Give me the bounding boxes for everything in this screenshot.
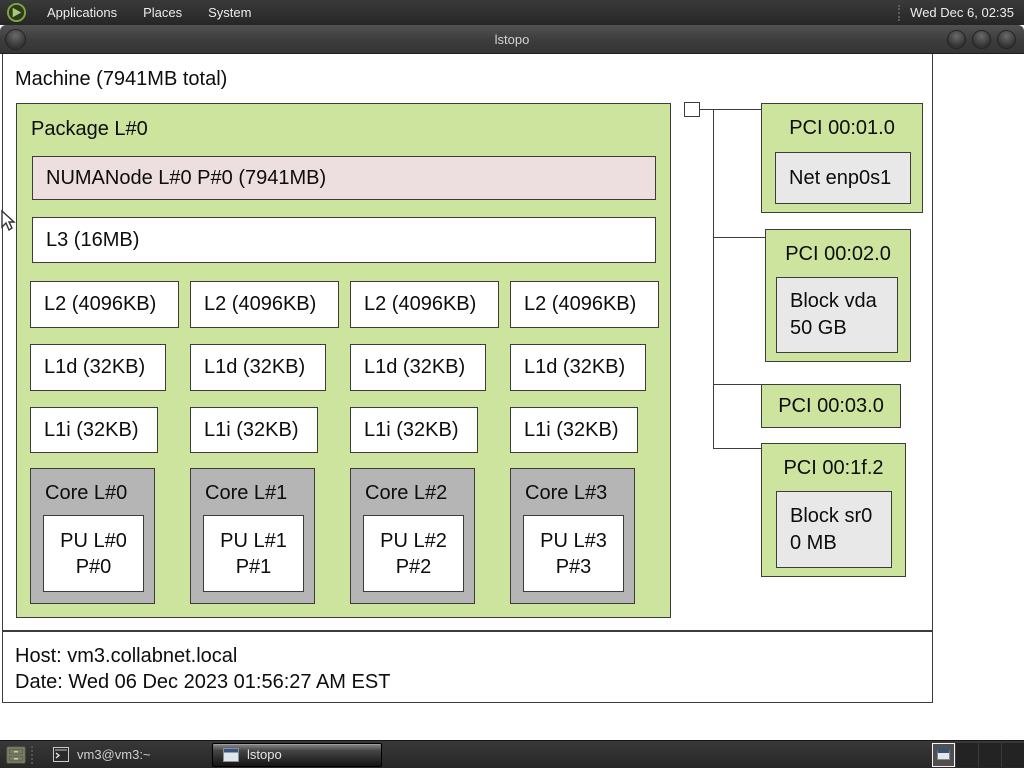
- device-size: 0 MB: [790, 531, 837, 554]
- pci-box: PCI 00:02.0 Block vda 50 GB: [765, 229, 911, 362]
- pci-label: PCI 00:1f.2: [783, 457, 884, 479]
- mini-window-icon: [937, 749, 950, 760]
- taskbar-separator: [31, 745, 36, 764]
- numanode-box: NUMANode L#0 P#0 (7941MB): [32, 156, 656, 200]
- core-label: Core L#1: [205, 482, 288, 504]
- legend-host: Host: vm3.collabnet.local: [15, 645, 238, 667]
- pu-label: PU L#2: [380, 529, 447, 552]
- device-label: Block sr0: [790, 504, 873, 527]
- legend-box: Host: vm3.collabnet.local Date: Wed 06 D…: [2, 631, 933, 703]
- machine-box: Machine (7941MB total) Package L#0 NUMAN…: [2, 54, 933, 631]
- package-label: Package L#0: [31, 118, 148, 140]
- pu-box: PU L#1 P#1: [203, 515, 304, 592]
- core-box: Core L#3 PU L#3 P#3: [510, 468, 635, 604]
- core-box: Core L#0 PU L#0 P#0: [30, 468, 155, 604]
- pu-pnum: P#1: [235, 555, 272, 578]
- pu-label: PU L#0: [60, 529, 127, 552]
- window-title: lstopo: [494, 31, 530, 47]
- menu-applications[interactable]: Applications: [47, 5, 118, 20]
- core-label: Core L#0: [45, 482, 128, 504]
- lstopo-canvas: Machine (7941MB total) Package L#0 NUMAN…: [0, 54, 1024, 740]
- pci-box: PCI 00:03.0: [761, 384, 901, 428]
- menu-system[interactable]: System: [208, 5, 252, 20]
- taskbar-task-terminal[interactable]: vm3@vm3:~: [42, 743, 194, 767]
- close-button[interactable]: [997, 29, 1016, 49]
- window-menu-button[interactable]: [5, 28, 26, 50]
- core-label: Core L#2: [365, 482, 448, 504]
- taskbar-task-lstopo[interactable]: lstopo: [212, 742, 382, 767]
- block-device-box: Block sr0 0 MB: [776, 491, 892, 568]
- task-label: lstopo: [247, 747, 282, 762]
- pu-pnum: P#2: [395, 555, 432, 578]
- package-box: Package L#0 NUMANode L#0 P#0 (7941MB) L3…: [16, 103, 671, 618]
- minimize-button[interactable]: [947, 29, 966, 49]
- pu-label: PU L#3: [540, 529, 607, 552]
- terminal-icon: [53, 747, 69, 762]
- l1d-cache-box: L1d (32KB): [350, 344, 486, 391]
- pci-connector-line: [700, 109, 761, 110]
- pci-connector-line: [714, 384, 761, 385]
- pci-connector-line: [714, 448, 761, 449]
- workspace-1[interactable]: [932, 742, 955, 767]
- pu-pnum: P#3: [555, 555, 592, 578]
- pu-box: PU L#0 P#0: [43, 515, 144, 592]
- core-box: Core L#2 PU L#2 P#2: [350, 468, 475, 604]
- pci-label: PCI 00:01.0: [789, 117, 895, 139]
- window-icon: [223, 747, 239, 762]
- pu-pnum: P#0: [75, 555, 112, 578]
- core-box: Core L#1 PU L#1 P#1: [190, 468, 315, 604]
- pci-connector-line: [713, 109, 714, 449]
- l2-cache-box: L2 (4096KB): [30, 281, 179, 328]
- l2-cache-box: L2 (4096KB): [510, 281, 659, 328]
- panel-clock[interactable]: Wed Dec 6, 02:35: [910, 5, 1014, 20]
- pci-label: PCI 00:03.0: [778, 394, 884, 417]
- l1d-cache-box: L1d (32KB): [510, 344, 646, 391]
- core-label: Core L#3: [525, 482, 608, 504]
- workspace-3[interactable]: [978, 742, 1001, 767]
- l3-cache-box: L3 (16MB): [32, 217, 656, 263]
- workspace-switcher: [932, 742, 1024, 767]
- device-label: Net enp0s1: [789, 166, 892, 189]
- hostbridge-square: [684, 102, 700, 117]
- task-label: vm3@vm3:~: [77, 747, 151, 762]
- pci-box: PCI 00:01.0 Net enp0s1: [761, 103, 923, 213]
- l1i-cache-box: L1i (32KB): [190, 407, 318, 453]
- l1i-cache-box: L1i (32KB): [350, 407, 478, 453]
- pci-connector-line: [714, 237, 765, 238]
- mouse-cursor: [1, 209, 16, 232]
- block-device-box: Block vda 50 GB: [776, 277, 898, 353]
- maximize-button[interactable]: [972, 29, 991, 49]
- pci-box: PCI 00:1f.2 Block sr0 0 MB: [761, 443, 906, 577]
- pu-box: PU L#2 P#2: [363, 515, 464, 592]
- taskbar: vm3@vm3:~ lstopo: [0, 740, 1024, 768]
- l2-cache-box: L2 (4096KB): [190, 281, 339, 328]
- pu-label: PU L#1: [220, 529, 287, 552]
- show-desktop-button[interactable]: [3, 743, 29, 767]
- pci-label: PCI 00:02.0: [785, 243, 891, 265]
- file-cabinet-icon: [6, 746, 26, 763]
- distro-logo-icon[interactable]: [7, 3, 26, 22]
- workspace-4[interactable]: [1001, 742, 1024, 767]
- machine-label: Machine (7941MB total): [15, 68, 228, 90]
- l1i-cache-box: L1i (32KB): [30, 407, 158, 453]
- l1d-cache-box: L1d (32KB): [30, 344, 166, 391]
- menu-places[interactable]: Places: [143, 5, 183, 20]
- pu-box: PU L#3 P#3: [523, 515, 624, 592]
- net-device-box: Net enp0s1: [775, 152, 911, 204]
- l1i-cache-box: L1i (32KB): [510, 407, 638, 453]
- device-size: 50 GB: [790, 317, 847, 339]
- panel-separator: [898, 4, 902, 21]
- l2-cache-box: L2 (4096KB): [350, 281, 499, 328]
- top-panel: Applications Places System Wed Dec 6, 02…: [0, 0, 1024, 25]
- window-titlebar[interactable]: lstopo: [0, 25, 1024, 54]
- workspace-2[interactable]: [955, 742, 978, 767]
- l1d-cache-box: L1d (32KB): [190, 344, 326, 391]
- legend-date: Date: Wed 06 Dec 2023 01:56:27 AM EST: [15, 671, 391, 693]
- device-label: Block vda: [790, 290, 877, 312]
